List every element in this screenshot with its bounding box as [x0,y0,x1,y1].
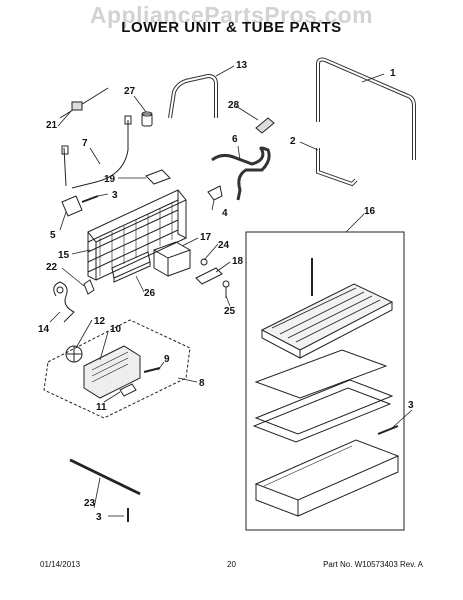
part-16-drain-pan-group [245,231,405,531]
footer-part-number: Part No. W10573403 Rev. A [323,560,423,569]
part-21-connector [59,87,109,119]
callout-14: 14 [38,324,50,335]
part-23-strip [69,458,141,497]
part-15-condenser [87,189,187,281]
part-27-cylinder [141,111,153,127]
callout-24: 24 [218,240,230,251]
callout-9: 9 [164,354,170,365]
callout-16: 16 [364,206,376,217]
callout-26: 26 [144,288,156,299]
watermark: AppliancePartsPros.com [89,2,374,28]
part-5-bracket [61,195,83,217]
callout-3-d: 3 [96,512,102,523]
part-6-tube [211,146,271,201]
callout-25: 25 [224,306,236,317]
callout-21: 21 [46,120,58,131]
callout-4: 4 [222,208,228,219]
part-8-fan-assembly-group [43,319,191,419]
part-25-fastener [222,280,230,298]
callout-3-a: 3 [112,190,118,201]
callout-23: 23 [84,498,96,509]
callout-22: 22 [46,262,58,273]
callout-10: 10 [110,324,122,335]
part-4-clip [207,185,223,201]
callout-11: 11 [96,402,107,413]
callout-28: 28 [228,100,240,111]
callout-17: 17 [200,232,212,243]
part-1-tube [316,57,416,160]
part-18-bracket [195,267,223,285]
part-26-tray [111,251,151,283]
callout-labels: 1 2 3 4 5 6 7 8 9 10 11 12 13 14 15 16 1… [38,60,414,523]
part-28-cylinder [255,117,275,134]
leader-lines [49,65,413,517]
callout-8: 8 [199,378,205,389]
part-17-box [152,241,192,277]
callout-15: 15 [58,250,70,261]
part-13-tube [168,73,218,119]
part-2-tube [316,148,358,187]
callout-13: 13 [236,60,248,71]
part-22-clip [83,279,95,295]
callout-5: 5 [50,230,56,241]
callout-18: 18 [232,256,244,267]
callout-1: 1 [390,68,396,79]
callout-7: 7 [82,138,88,149]
part-7-harness [61,115,132,189]
callout-3-c: 3 [408,400,414,411]
part-19-plate [145,169,171,185]
callout-12: 12 [94,316,106,327]
page-title: LOWER UNIT & TUBE PARTS [121,19,342,36]
callout-19: 19 [104,174,116,185]
part-14-harness [53,281,75,323]
callout-2: 2 [290,136,296,147]
callout-6: 6 [232,134,238,145]
part-3-screw-a [81,195,99,203]
footer-date: 01/14/2013 [40,560,81,569]
part-24-fastener [200,258,208,266]
callout-27: 27 [124,86,136,97]
footer-page-number: 20 [227,560,236,569]
